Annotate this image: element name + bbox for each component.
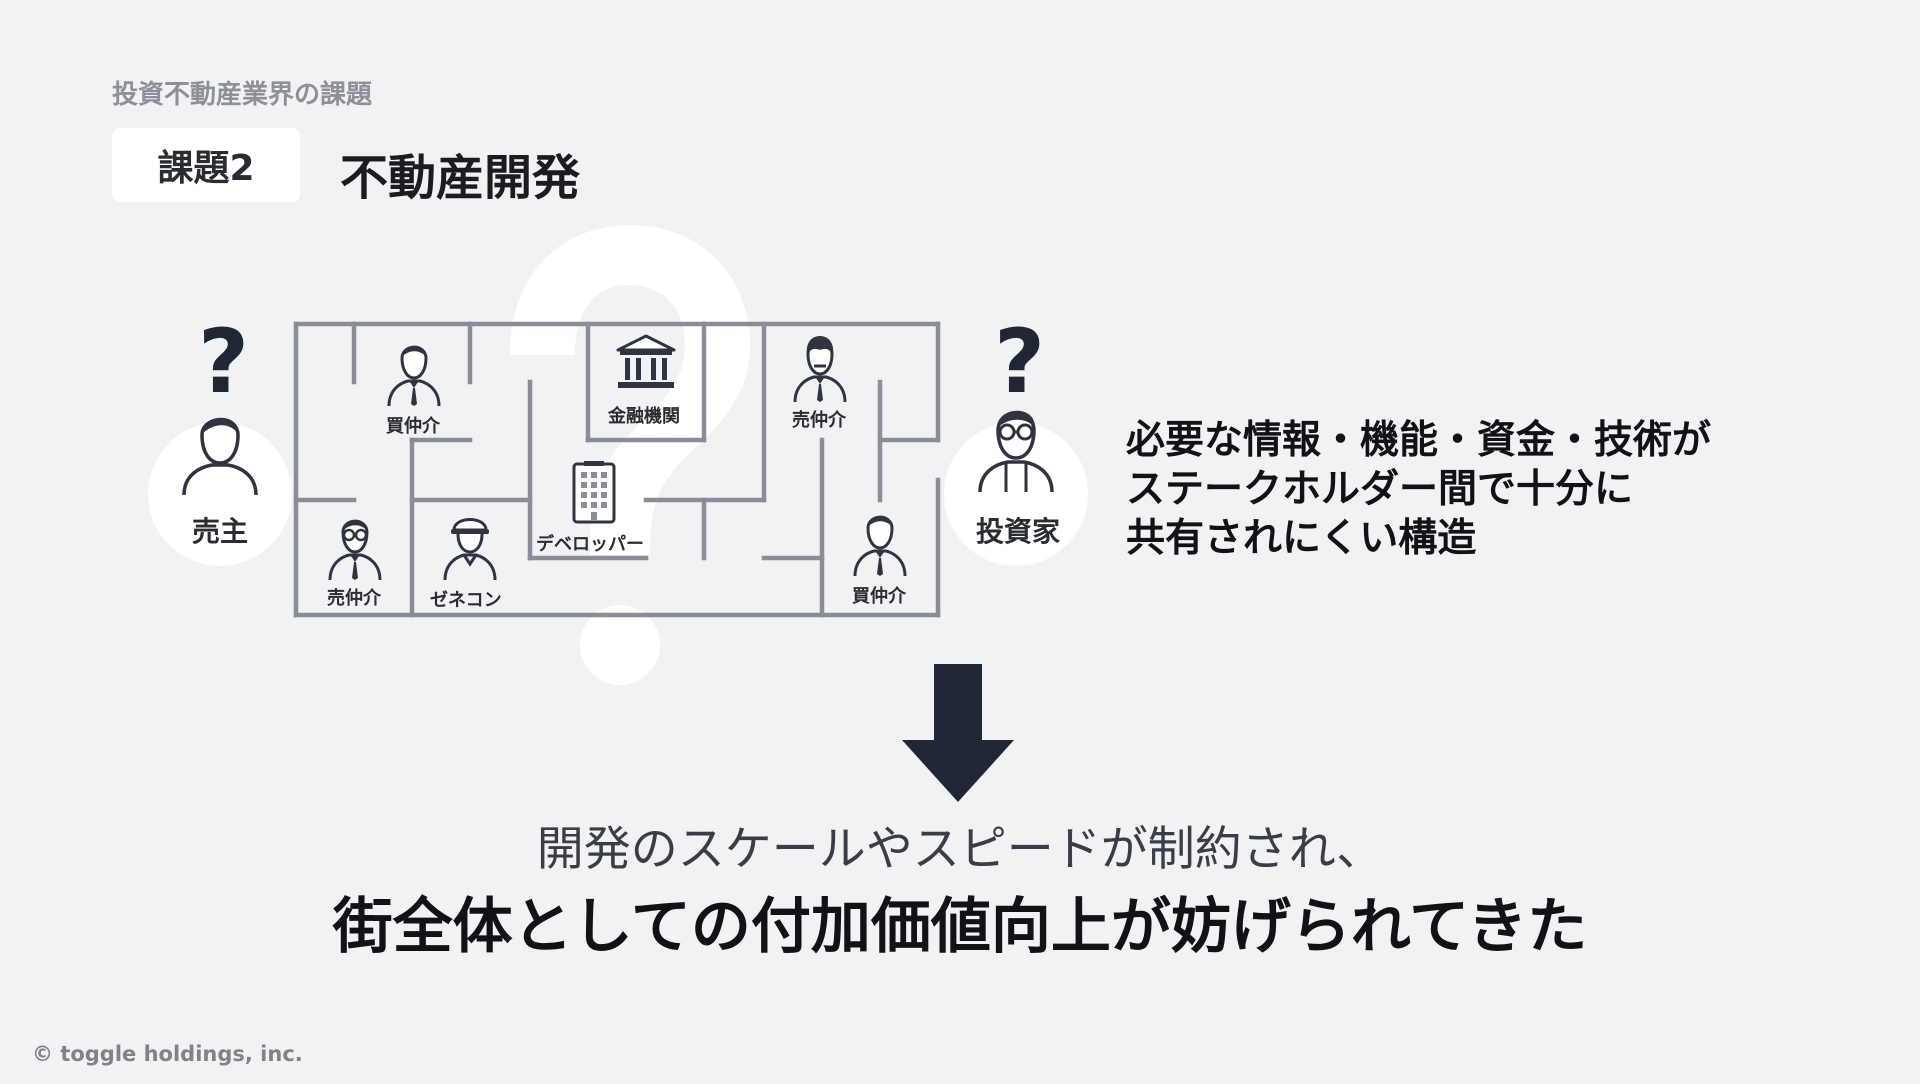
copyright: © toggle holdings, inc. — [32, 1042, 303, 1066]
seller-question-mark: ? — [198, 310, 250, 413]
seller-agent-bottom-label: 売仲介 — [327, 588, 381, 609]
bank-building-icon — [614, 332, 678, 396]
investor-person-icon — [976, 400, 1056, 496]
buyer-agent-top-icon — [386, 338, 442, 410]
developer-label: デベロッパー — [536, 534, 644, 555]
structure-line-3: 共有されにくい構造 — [1126, 516, 1477, 561]
buyer-agent-bottom-label: 買仲介 — [852, 586, 906, 607]
general-contractor-label: ゼネコン — [430, 590, 502, 611]
investor-question-mark: ? — [994, 310, 1046, 413]
investor-label: 投資家 — [976, 515, 1061, 548]
seller-agent-top-label: 売仲介 — [792, 410, 846, 431]
conclusion-main-line: 街全体としての付加価値向上が妨げられてきた — [332, 892, 1588, 962]
buyer-agent-top-label: 買仲介 — [386, 416, 440, 437]
bank-label: 金融機関 — [608, 406, 680, 427]
structure-line-2: ステークホルダー間で十分に — [1126, 467, 1634, 512]
conclusion-sub-line: 開発のスケールやスピードが制約され、 — [536, 822, 1384, 877]
seller-agent-top-icon — [792, 334, 848, 406]
seller-label: 売主 — [192, 515, 249, 548]
down-arrow-icon — [902, 664, 1014, 806]
section-label: 投資不動産業界の課題 — [112, 80, 373, 110]
office-building-icon — [568, 460, 620, 528]
slide-title: 不動産開発 — [340, 150, 581, 206]
seller-person-icon — [180, 405, 260, 499]
seller-agent-bottom-icon — [327, 512, 383, 584]
issue-badge: 課題2 — [112, 128, 300, 202]
structure-line-1: 必要な情報・機能・資金・技術が — [1126, 418, 1712, 463]
general-contractor-icon — [442, 510, 498, 584]
background-question-mark — [470, 205, 770, 709]
structure-description: 必要な情報・機能・資金・技術が ステークホルダー間で十分に 共有されにくい構造 — [1126, 416, 1711, 563]
buyer-agent-bottom-icon — [852, 508, 908, 580]
